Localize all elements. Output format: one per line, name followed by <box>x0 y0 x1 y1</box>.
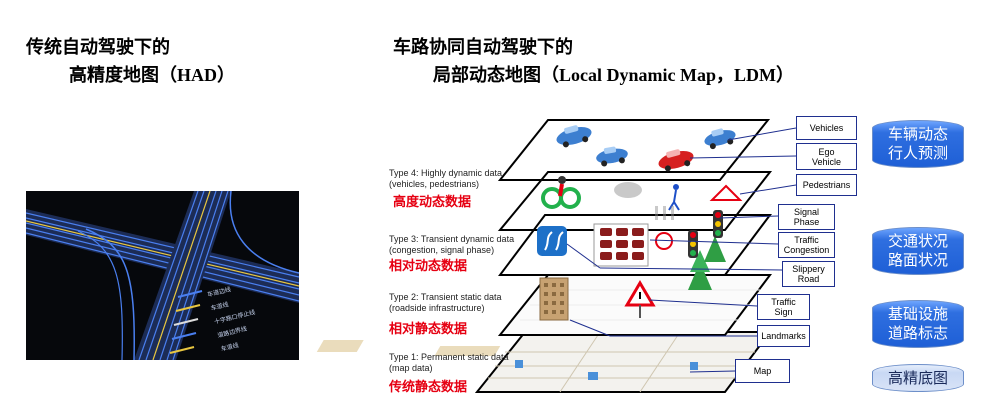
map-legend-swatches <box>169 290 203 354</box>
layer-2-type-line1: Type 2: Transient static data <box>389 292 502 302</box>
turn-curve-right <box>229 191 299 274</box>
faded-vehicle-icon <box>614 182 674 220</box>
layer-1-type-line1: Type 1: Permanent static data <box>389 352 509 362</box>
ego-vehicle-icon <box>658 149 694 172</box>
callout-vehicles: Vehicles <box>796 116 857 140</box>
callout-vehicles-text: Vehicles <box>809 123 844 133</box>
layer-3-type: Type 3: Transient dynamic data(congestio… <box>389 234 514 256</box>
layer-3-cn-label: 相对动态数据 <box>389 259 468 274</box>
layer-4-type-line1: Type 4: Highly dynamic data <box>389 168 503 178</box>
cylinder-2-line2: 路面状况 <box>887 251 948 269</box>
cyclist-icon <box>541 176 581 209</box>
cylinder-4-line1: 高精底图 <box>887 368 948 387</box>
layer-4-cn-label: 高度动态数据 <box>393 195 472 210</box>
warning-sign-icon <box>624 280 656 318</box>
callout-slippery-line2: Road <box>797 274 820 284</box>
cylinder-3-line2: 道路标志 <box>887 324 948 342</box>
had-map-graphic <box>26 191 299 360</box>
callout-pedestrians-text: Pedestrians <box>802 180 851 190</box>
layer-2-type-line2: (roadside infrastructure) <box>389 303 485 313</box>
had-title-line1: 传统自动驾驶下的 <box>26 37 170 58</box>
ldm-title-line2: 局部动态地图（Local Dynamic Map，LDM） <box>433 63 794 88</box>
callout-ego-line2: Vehicle <box>811 156 842 167</box>
callout-slippery-line1: Slippery <box>792 264 825 274</box>
layer-1-cn-label: 传统静态数据 <box>389 380 468 395</box>
layer-3-type-line2: (congestion, signal phase) <box>389 245 495 255</box>
cylinder-1-line2: 行人预测 <box>887 144 948 162</box>
lane-lines-cross <box>138 191 229 360</box>
ldm-title-close: ） <box>775 65 794 86</box>
lane-lines-main <box>26 212 299 302</box>
traffic-light-icon <box>688 210 723 258</box>
had-title-line2: 高精度地图（HAD） <box>69 63 235 88</box>
had-title-latin: HAD <box>177 65 217 85</box>
cylinder-3-line1: 基础设施 <box>887 305 948 323</box>
ldm-title-latin: Local Dynamic Map，LDM <box>559 65 776 85</box>
center-line-main <box>26 220 299 287</box>
ldm-title-line1: 车路协同自动驾驶下的 <box>393 37 573 58</box>
layer-2-type: Type 2: Transient static data(roadside i… <box>389 292 502 314</box>
layer-1-type: Type 1: Permanent static data(map data) <box>389 352 509 374</box>
callout-sign-line2: Sign <box>774 307 793 317</box>
layer-4b-plane <box>497 171 773 231</box>
callout-traffic-line1: Traffic <box>794 235 819 245</box>
slippery-road-icon <box>537 226 567 256</box>
building-icon <box>539 277 569 321</box>
layer-4-type-line2: (vehicles, pedestrians) <box>389 179 480 189</box>
cylinder-vehicle-dynamics: 车辆动态行人预测 <box>872 120 964 168</box>
layer-1-plane <box>316 331 772 393</box>
cylinder-2-line1: 交通状况 <box>887 232 948 250</box>
cylinder-infrastructure: 基础设施道路标志 <box>872 300 964 348</box>
leader-lines <box>566 127 797 373</box>
traffic-congestion-icon <box>593 223 649 267</box>
callout-signal-line1: Signal <box>793 207 820 217</box>
layer-3-type-line1: Type 3: Transient dynamic data <box>389 234 515 244</box>
callout-sign-line1: Traffic <box>771 297 796 307</box>
had-map-image: 车道边线 车道线 十字路口停止线 道路边界线 车道线 <box>26 191 299 360</box>
callout-landmarks: Landmarks <box>757 325 810 347</box>
road-cross <box>134 191 231 360</box>
had-title-close: ） <box>217 65 235 86</box>
cylinder-base-map: 高精底图 <box>872 364 964 392</box>
cylinder-1-line1: 车辆动态 <box>887 125 948 143</box>
cylinder-traffic-conditions: 交通状况路面状况 <box>872 227 964 275</box>
callout-ego-line1: Ego <box>818 146 835 157</box>
center-line-cross <box>152 191 211 360</box>
turn-curve-left <box>85 228 135 360</box>
layer-4-type: Type 4: Highly dynamic data(vehicles, pe… <box>389 168 502 190</box>
had-title-cn: 高精度地图（ <box>69 65 177 86</box>
callout-map: Map <box>735 359 790 383</box>
layer-1-type-line2: (map data) <box>389 363 433 373</box>
callout-landmarks-text: Landmarks <box>761 331 806 341</box>
ldm-title-cn: 局部动态地图（ <box>433 65 559 86</box>
callout-signal-line2: Phase <box>793 217 820 227</box>
callout-traffic-line2: Congestion <box>783 245 830 255</box>
layer-2-cn-label: 相对静态数据 <box>389 322 468 337</box>
callout-map-text: Map <box>753 366 772 376</box>
tree-icon <box>688 236 726 290</box>
callout-pedestrians: Pedestrians <box>796 174 857 196</box>
pedestrian-icon <box>668 184 743 211</box>
turn-curve-left-2 <box>77 230 123 360</box>
